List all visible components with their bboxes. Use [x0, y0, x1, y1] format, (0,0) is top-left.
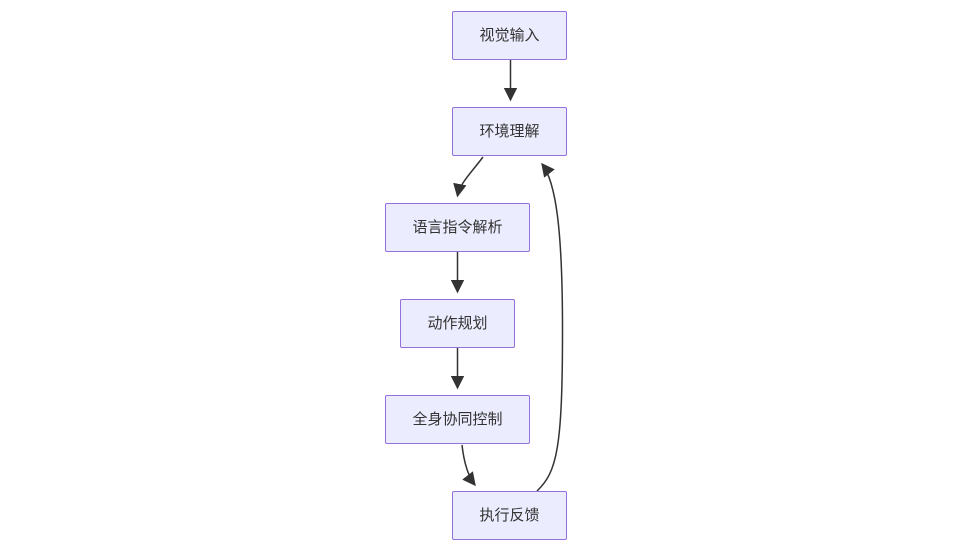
node-action-planning-label: 动作规划: [427, 315, 488, 332]
node-whole-body-coordinated-control: 全身协同控制: [385, 395, 530, 444]
node-visual-input-label: 视觉输入: [479, 27, 540, 44]
node-execution-feedback: 执行反馈: [452, 491, 567, 540]
edge-execution-feedback-to-environment: [536, 162, 564, 492]
node-execution-feedback-label: 执行反馈: [479, 507, 540, 524]
node-environment-understanding-label: 环境理解: [479, 123, 540, 140]
edge-environment-to-language-parsing: [453, 156, 484, 198]
node-whole-body-coordinated-control-label: 全身协同控制: [412, 411, 503, 428]
edge-whole-body-control-to-execution-feedback: [461, 444, 476, 487]
node-language-instruction-parsing-label: 语言指令解析: [412, 219, 503, 236]
node-environment-understanding: 环境理解: [452, 107, 567, 156]
node-action-planning: 动作规划: [400, 299, 515, 348]
node-language-instruction-parsing: 语言指令解析: [385, 203, 530, 252]
node-visual-input: 视觉输入: [452, 11, 567, 60]
